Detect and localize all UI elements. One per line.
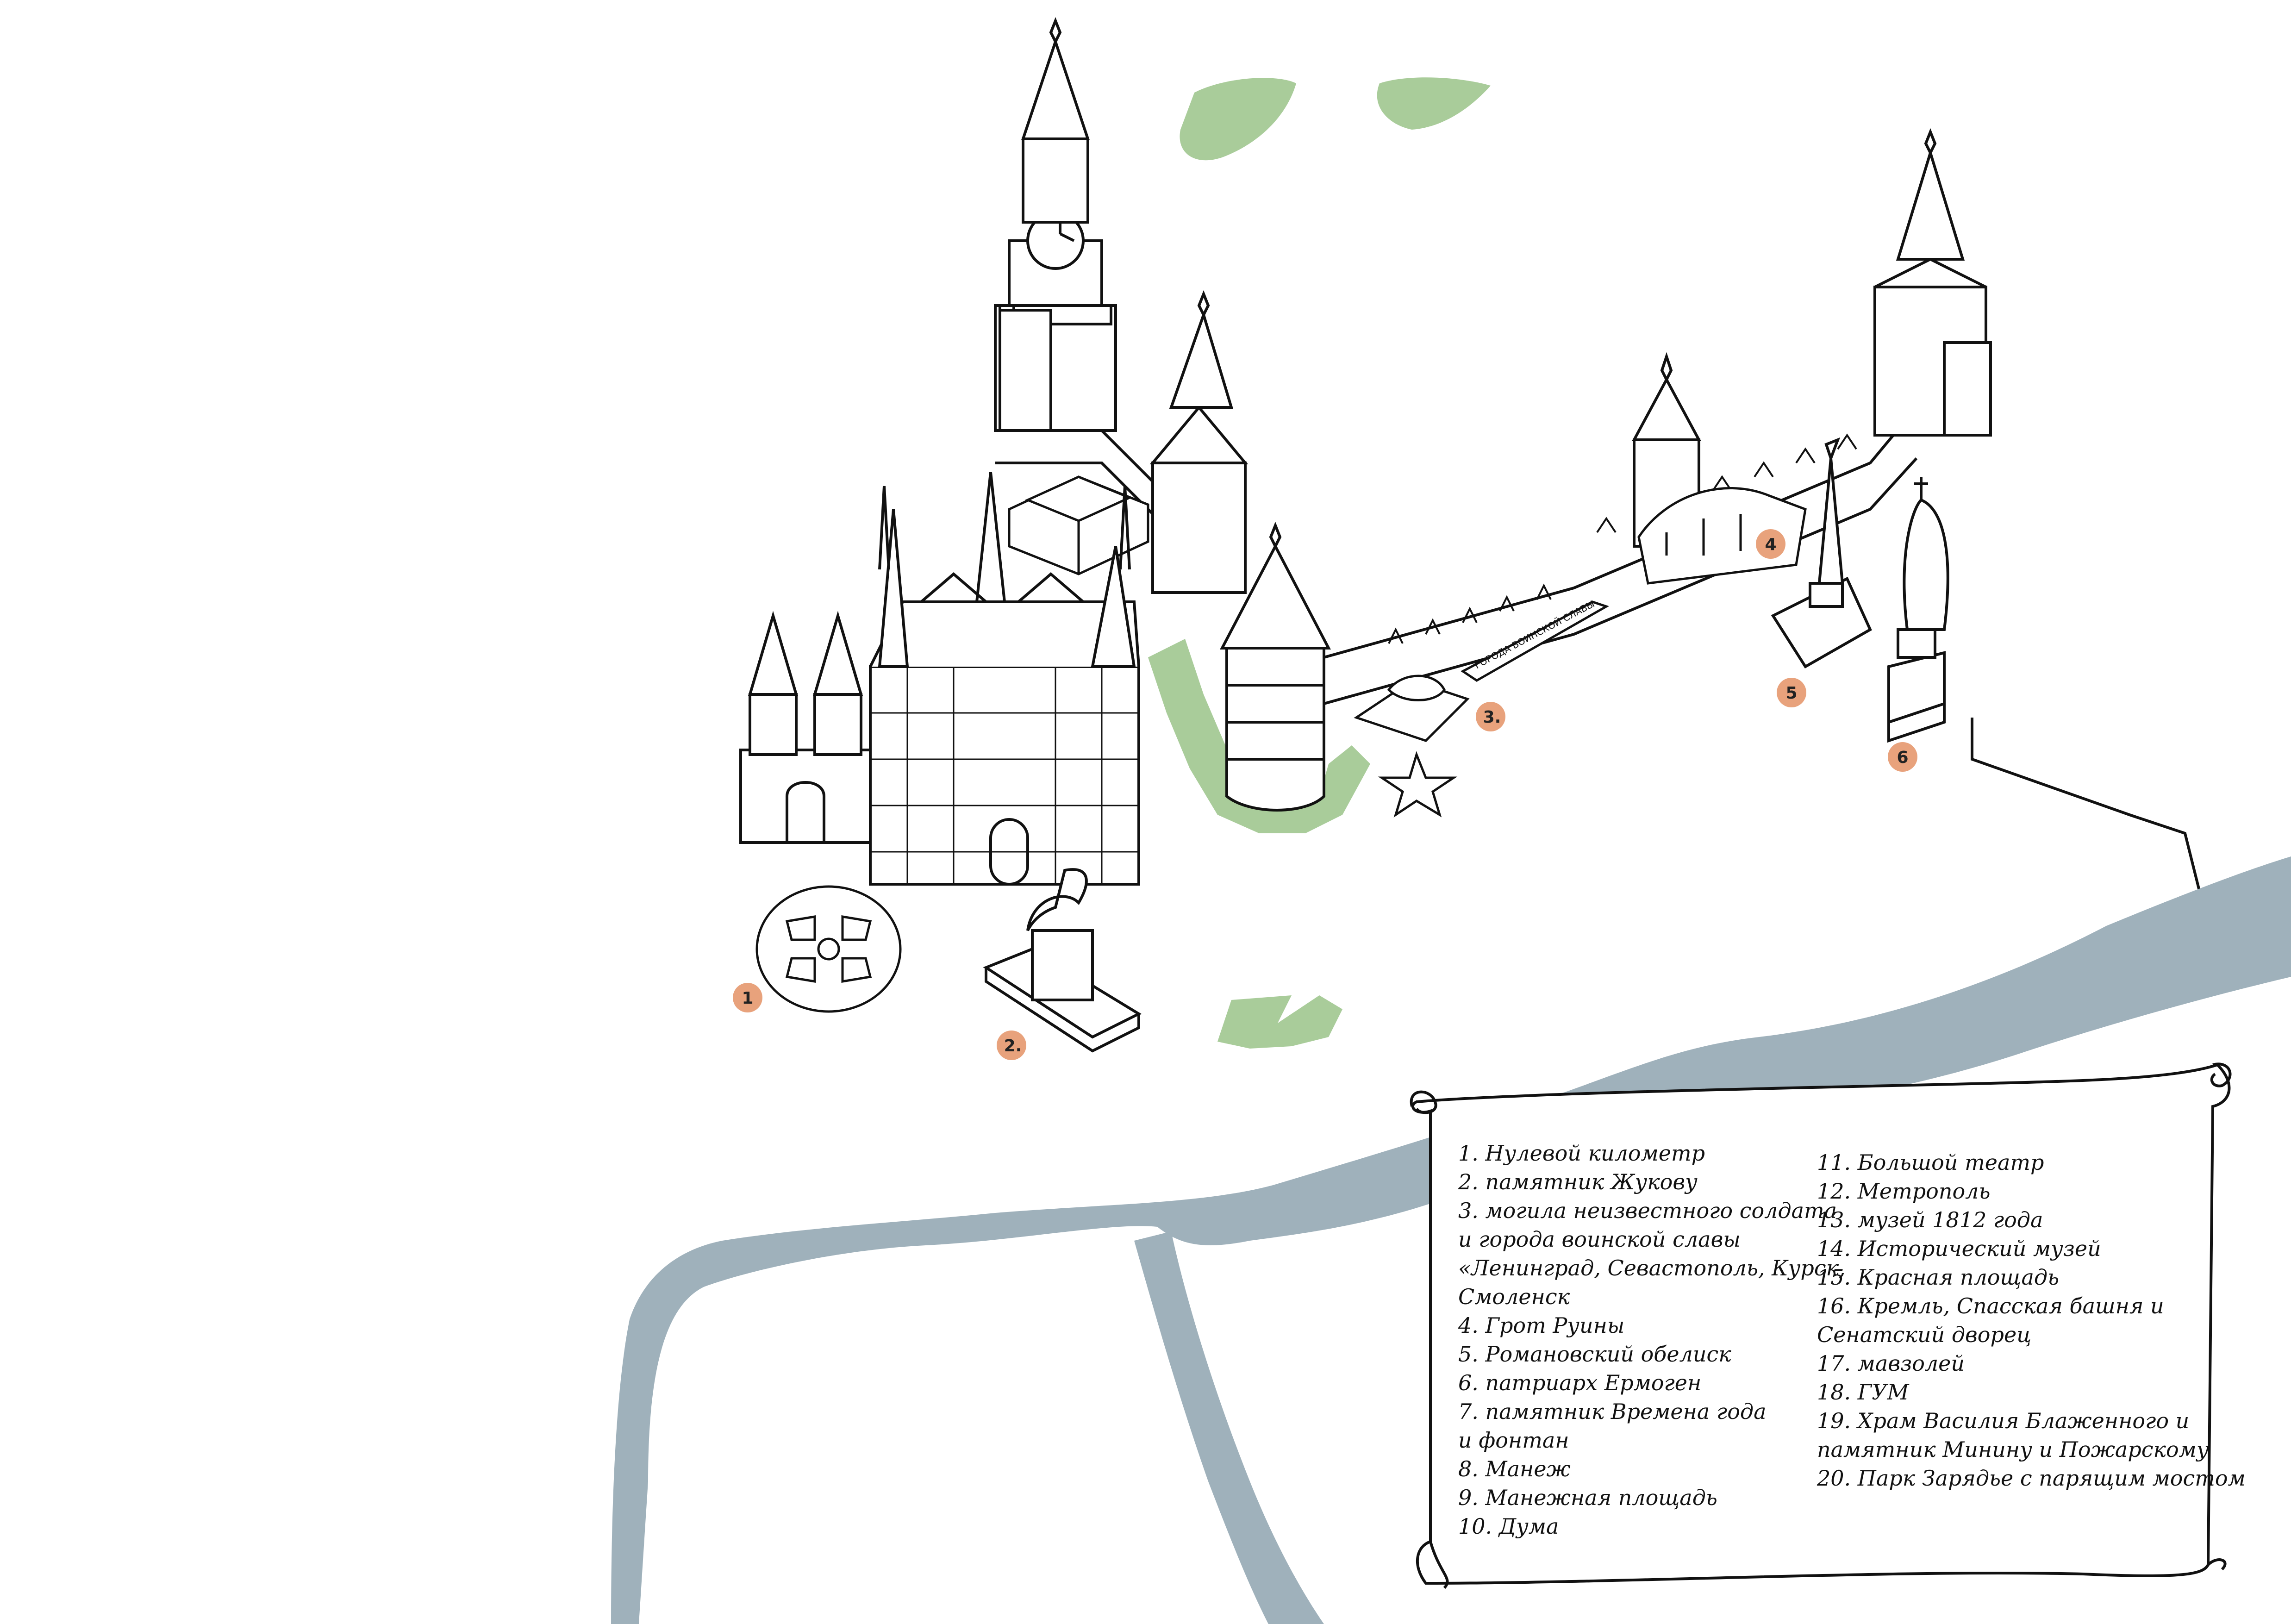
legend-item-17: 17. мавзолей: [1817, 1351, 1965, 1376]
legend-item-19-line2: памятник Минину и Пожарскому: [1817, 1437, 2209, 1462]
marker-5[interactable]: 5: [1777, 678, 1806, 707]
zero-kilometer: [755, 885, 902, 1013]
legend-item-19: 19. Храм Василия Блаженного и: [1817, 1408, 2190, 1433]
legend-item-4: 4. Грот Руины: [1458, 1313, 1625, 1338]
legend-item-1: 1. Нулевой километр: [1458, 1141, 1705, 1166]
mausoleum: [1008, 475, 1149, 575]
corner-tower: [1220, 521, 1331, 812]
legend-item-5: 5. Романовский обелиск: [1458, 1342, 1731, 1367]
legend-item-2: 2. памятник Жукову: [1458, 1169, 1698, 1194]
legend-item-3-line3: «Ленинград, Севастополь, Курск,: [1458, 1255, 1846, 1280]
legend-scroll: [1410, 1062, 2232, 1589]
legend-item-8: 8. Манеж: [1458, 1456, 1571, 1481]
legend-item-7: 7. памятник Времена года: [1458, 1399, 1767, 1424]
legend-item-11: 11. Большой театр: [1817, 1150, 2044, 1175]
legend-item-10: 10. Дума: [1458, 1514, 1559, 1539]
marker-2-label: 2.: [1004, 1037, 1022, 1056]
legend-item-16-line2: Сенатский дворец: [1817, 1322, 2032, 1347]
hero-cities-sign-text: ГОРОДА ВОИНСКОЙ СЛАВЫ: [1473, 598, 1596, 671]
legend-item-6: 6. патриарх Ермоген: [1458, 1370, 1702, 1395]
hero-cities-slab: ГОРОДА ВОИНСКОЙ СЛАВЫ: [1461, 598, 1610, 682]
marker-1-label: 1: [742, 989, 753, 1008]
map-markers: 1 2. 3. 4 5 6: [733, 529, 1917, 1060]
river-branch: [1134, 1231, 1324, 1624]
park-kremlin-strip: [1148, 639, 1370, 833]
legend-column-1: 1. Нулевой километр 2. памятник Жукову 3…: [1458, 1139, 1846, 1541]
side-tower-left: [999, 309, 1052, 432]
marker-6[interactable]: 6: [1888, 742, 1917, 772]
legend-item-7-line2: и фонтан: [1458, 1428, 1569, 1453]
river: [611, 856, 2291, 1624]
zhukov-monument: [983, 868, 1142, 1053]
park-top-right: [1377, 77, 1491, 130]
marker-3[interactable]: 3.: [1476, 702, 1505, 731]
legend-item-3: 3. могила неизвестного солдата: [1458, 1198, 1837, 1223]
nikolskaya-tower: [1149, 290, 1249, 594]
parks: [1148, 77, 1491, 1049]
legend-item-13: 13. музей 1812 года: [1817, 1207, 2043, 1232]
marker-4[interactable]: 4: [1756, 529, 1785, 559]
legend-item-20: 20. Парк Зарядье с парящим мостом: [1817, 1466, 2246, 1491]
marker-5-label: 5: [1785, 684, 1797, 703]
river-main: [611, 856, 2291, 1624]
legend-item-14: 14. Исторический музей: [1817, 1236, 2101, 1261]
legend-item-3-line2: и города воинской славы: [1458, 1227, 1741, 1252]
romanov-obelisk: [1771, 437, 1872, 669]
trinity-tower: [1873, 128, 1992, 437]
legend-item-15: 15. Красная площадь: [1817, 1265, 2060, 1290]
resurrection-gate: [739, 611, 872, 844]
marker-1[interactable]: 1: [733, 983, 762, 1012]
legend-column-2: 11. Большой театр 12. Метрополь 13. музе…: [1817, 1148, 2246, 1493]
legend-item-9: 9. Манежная площадь: [1458, 1485, 1717, 1510]
marker-3-label: 3.: [1483, 708, 1501, 727]
historical-museum: [869, 472, 1140, 886]
marker-6-label: 6: [1897, 748, 1908, 767]
legend-item-3-line4: Смоленск: [1458, 1284, 1570, 1309]
wall-crenellations: [1388, 433, 1857, 644]
park-bottom: [1217, 995, 1342, 1049]
legend-item-18: 18. ГУМ: [1817, 1380, 1909, 1405]
eternal-flame: [1354, 675, 1470, 818]
grotto-ruins: [1637, 487, 1807, 585]
marker-2[interactable]: 2.: [997, 1031, 1026, 1060]
patriarch-hermogenes: [1887, 477, 1949, 743]
legend-item-12: 12. Метрополь: [1817, 1179, 1991, 1204]
park-top-left: [1180, 78, 1296, 161]
marker-4-label: 4: [1765, 535, 1776, 554]
legend-item-16: 16. Кремль, Спасская башня и: [1817, 1293, 2164, 1318]
